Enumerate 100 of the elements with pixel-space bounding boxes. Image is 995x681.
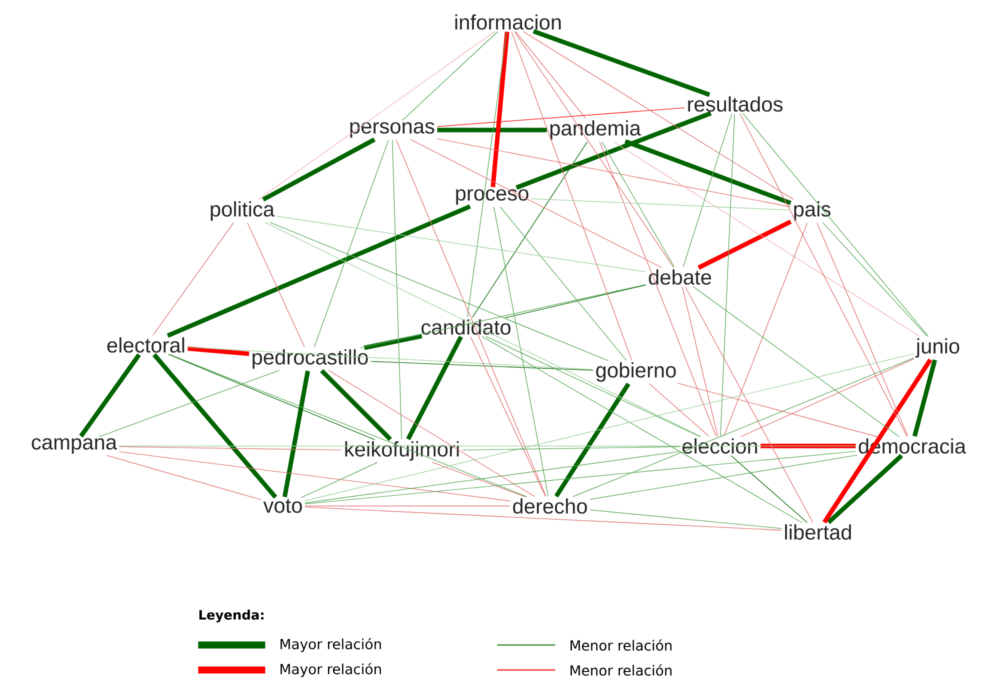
link-line <box>467 32 507 318</box>
link-line <box>328 370 536 497</box>
link-line <box>462 446 680 450</box>
link-line <box>531 198 791 210</box>
word-label: personas <box>348 121 436 139</box>
link-line <box>698 220 792 270</box>
link-line <box>320 369 392 441</box>
link-line <box>682 113 732 268</box>
word-label: voto <box>262 498 304 514</box>
link-line <box>740 113 908 437</box>
link-line <box>742 113 929 337</box>
link-line <box>485 336 701 438</box>
word-label: debate <box>647 268 713 286</box>
link-line <box>432 462 526 498</box>
link-line <box>247 222 305 348</box>
link-line <box>677 382 878 438</box>
link-line <box>554 382 630 498</box>
link-line <box>532 29 710 97</box>
link-line <box>648 383 710 437</box>
link-line <box>106 454 262 500</box>
link-line <box>396 140 546 497</box>
link-line <box>472 141 588 318</box>
link-line <box>304 353 914 502</box>
link-line <box>79 353 141 438</box>
link-line <box>624 139 792 206</box>
link-line <box>515 31 586 119</box>
link-line <box>392 140 402 440</box>
link-line <box>152 353 278 499</box>
legend-text: Menor relación <box>570 664 672 676</box>
link-line <box>500 206 627 361</box>
word-label: derecho <box>511 497 589 515</box>
word-label: eleccion <box>680 437 760 455</box>
legend-text: Menor relación <box>570 639 672 651</box>
link-line <box>314 140 389 348</box>
link-line <box>98 370 280 438</box>
link-line <box>816 222 908 437</box>
link-line <box>494 206 548 496</box>
link-line <box>692 286 900 437</box>
link-line <box>590 510 782 529</box>
link-line <box>482 336 802 523</box>
link-line <box>504 284 646 318</box>
link-line <box>822 222 928 337</box>
word-label: informacion <box>452 13 564 31</box>
link-line <box>364 334 422 350</box>
word-label: pandemia <box>548 119 642 141</box>
link-line <box>601 141 675 268</box>
link-line <box>436 138 791 208</box>
link-line <box>118 451 510 502</box>
link-line <box>301 462 378 498</box>
link-line <box>188 346 250 356</box>
link-line <box>166 204 471 338</box>
link-line <box>304 506 782 531</box>
word-label: campana <box>30 437 118 455</box>
link-line <box>490 32 510 188</box>
link-line <box>682 286 718 436</box>
link-line <box>522 31 794 200</box>
link-line <box>282 370 310 498</box>
link-line <box>590 454 858 500</box>
link-line <box>402 31 498 121</box>
link-line <box>516 111 712 190</box>
word-label: resultados <box>686 95 784 113</box>
link-line <box>720 114 735 436</box>
link-line <box>826 454 904 524</box>
link-line <box>730 455 808 523</box>
link-line <box>436 107 685 127</box>
word-label: politica <box>208 200 276 222</box>
link-line <box>740 358 914 438</box>
link-line <box>360 284 646 348</box>
link-line <box>410 139 662 268</box>
link-line <box>264 222 702 438</box>
link-line <box>168 354 528 498</box>
link-line <box>599 142 716 437</box>
link-line <box>118 446 342 450</box>
link-line <box>304 451 680 504</box>
link-line <box>262 138 376 202</box>
link-line <box>724 222 808 437</box>
link-line <box>572 358 914 498</box>
legend-text: Mayor relación <box>280 638 381 652</box>
link-line <box>304 450 856 504</box>
legend-heading: Leyenda: <box>199 610 264 622</box>
link-line <box>187 346 594 370</box>
link-line <box>152 222 234 336</box>
word-label: junio <box>914 337 962 359</box>
link-line <box>511 31 632 360</box>
link-line <box>684 286 814 523</box>
link-line <box>258 31 496 200</box>
link-line <box>514 31 674 268</box>
link-line <box>276 216 646 272</box>
link-line <box>370 361 594 371</box>
link-line <box>168 354 376 440</box>
link-line <box>437 128 547 132</box>
legend-text: Mayor relación <box>280 662 381 678</box>
link-line <box>612 141 920 337</box>
word-label: libertad <box>782 523 854 541</box>
link-line <box>822 358 932 524</box>
word-label: gobierno <box>594 361 678 383</box>
link-line <box>760 444 856 448</box>
word-label: electoral <box>105 336 187 354</box>
link-line <box>406 336 463 440</box>
word-label: pedrocastillo <box>250 348 370 370</box>
